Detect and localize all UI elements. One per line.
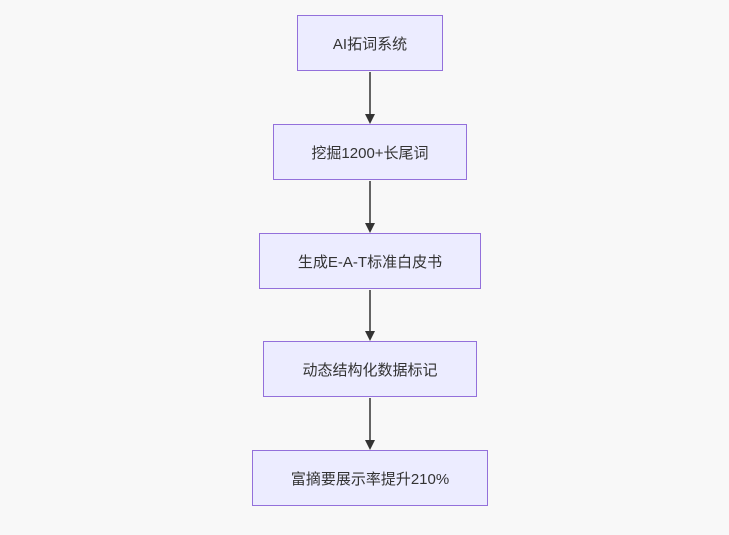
flow-arrow-1 bbox=[365, 72, 375, 124]
arrowhead-icon bbox=[365, 331, 375, 341]
flow-arrow-4 bbox=[365, 398, 375, 450]
arrowhead-icon bbox=[365, 114, 375, 124]
arrowhead-icon bbox=[365, 440, 375, 450]
arrowhead-icon bbox=[365, 223, 375, 233]
flow-node-structured-data: 动态结构化数据标记 bbox=[263, 341, 477, 397]
flow-node-label: 挖掘1200+长尾词 bbox=[311, 144, 429, 162]
flow-node-rich-snippet-result: 富摘要展示率提升210% bbox=[252, 450, 488, 506]
flow-node-label: 动态结构化数据标记 bbox=[302, 361, 438, 379]
flow-node-label: 富摘要展示率提升210% bbox=[290, 470, 450, 488]
flow-node-eat-whitepaper: 生成E-A-T标准白皮书 bbox=[259, 233, 481, 289]
flow-node-label: 生成E-A-T标准白皮书 bbox=[297, 253, 443, 271]
flow-node-ai-word-expansion: AI拓词系统 bbox=[297, 15, 443, 71]
flow-arrow-2 bbox=[365, 181, 375, 233]
flow-node-longtail-mining: 挖掘1200+长尾词 bbox=[273, 124, 467, 180]
flow-node-label: AI拓词系统 bbox=[332, 35, 408, 53]
flow-arrow-3 bbox=[365, 290, 375, 341]
